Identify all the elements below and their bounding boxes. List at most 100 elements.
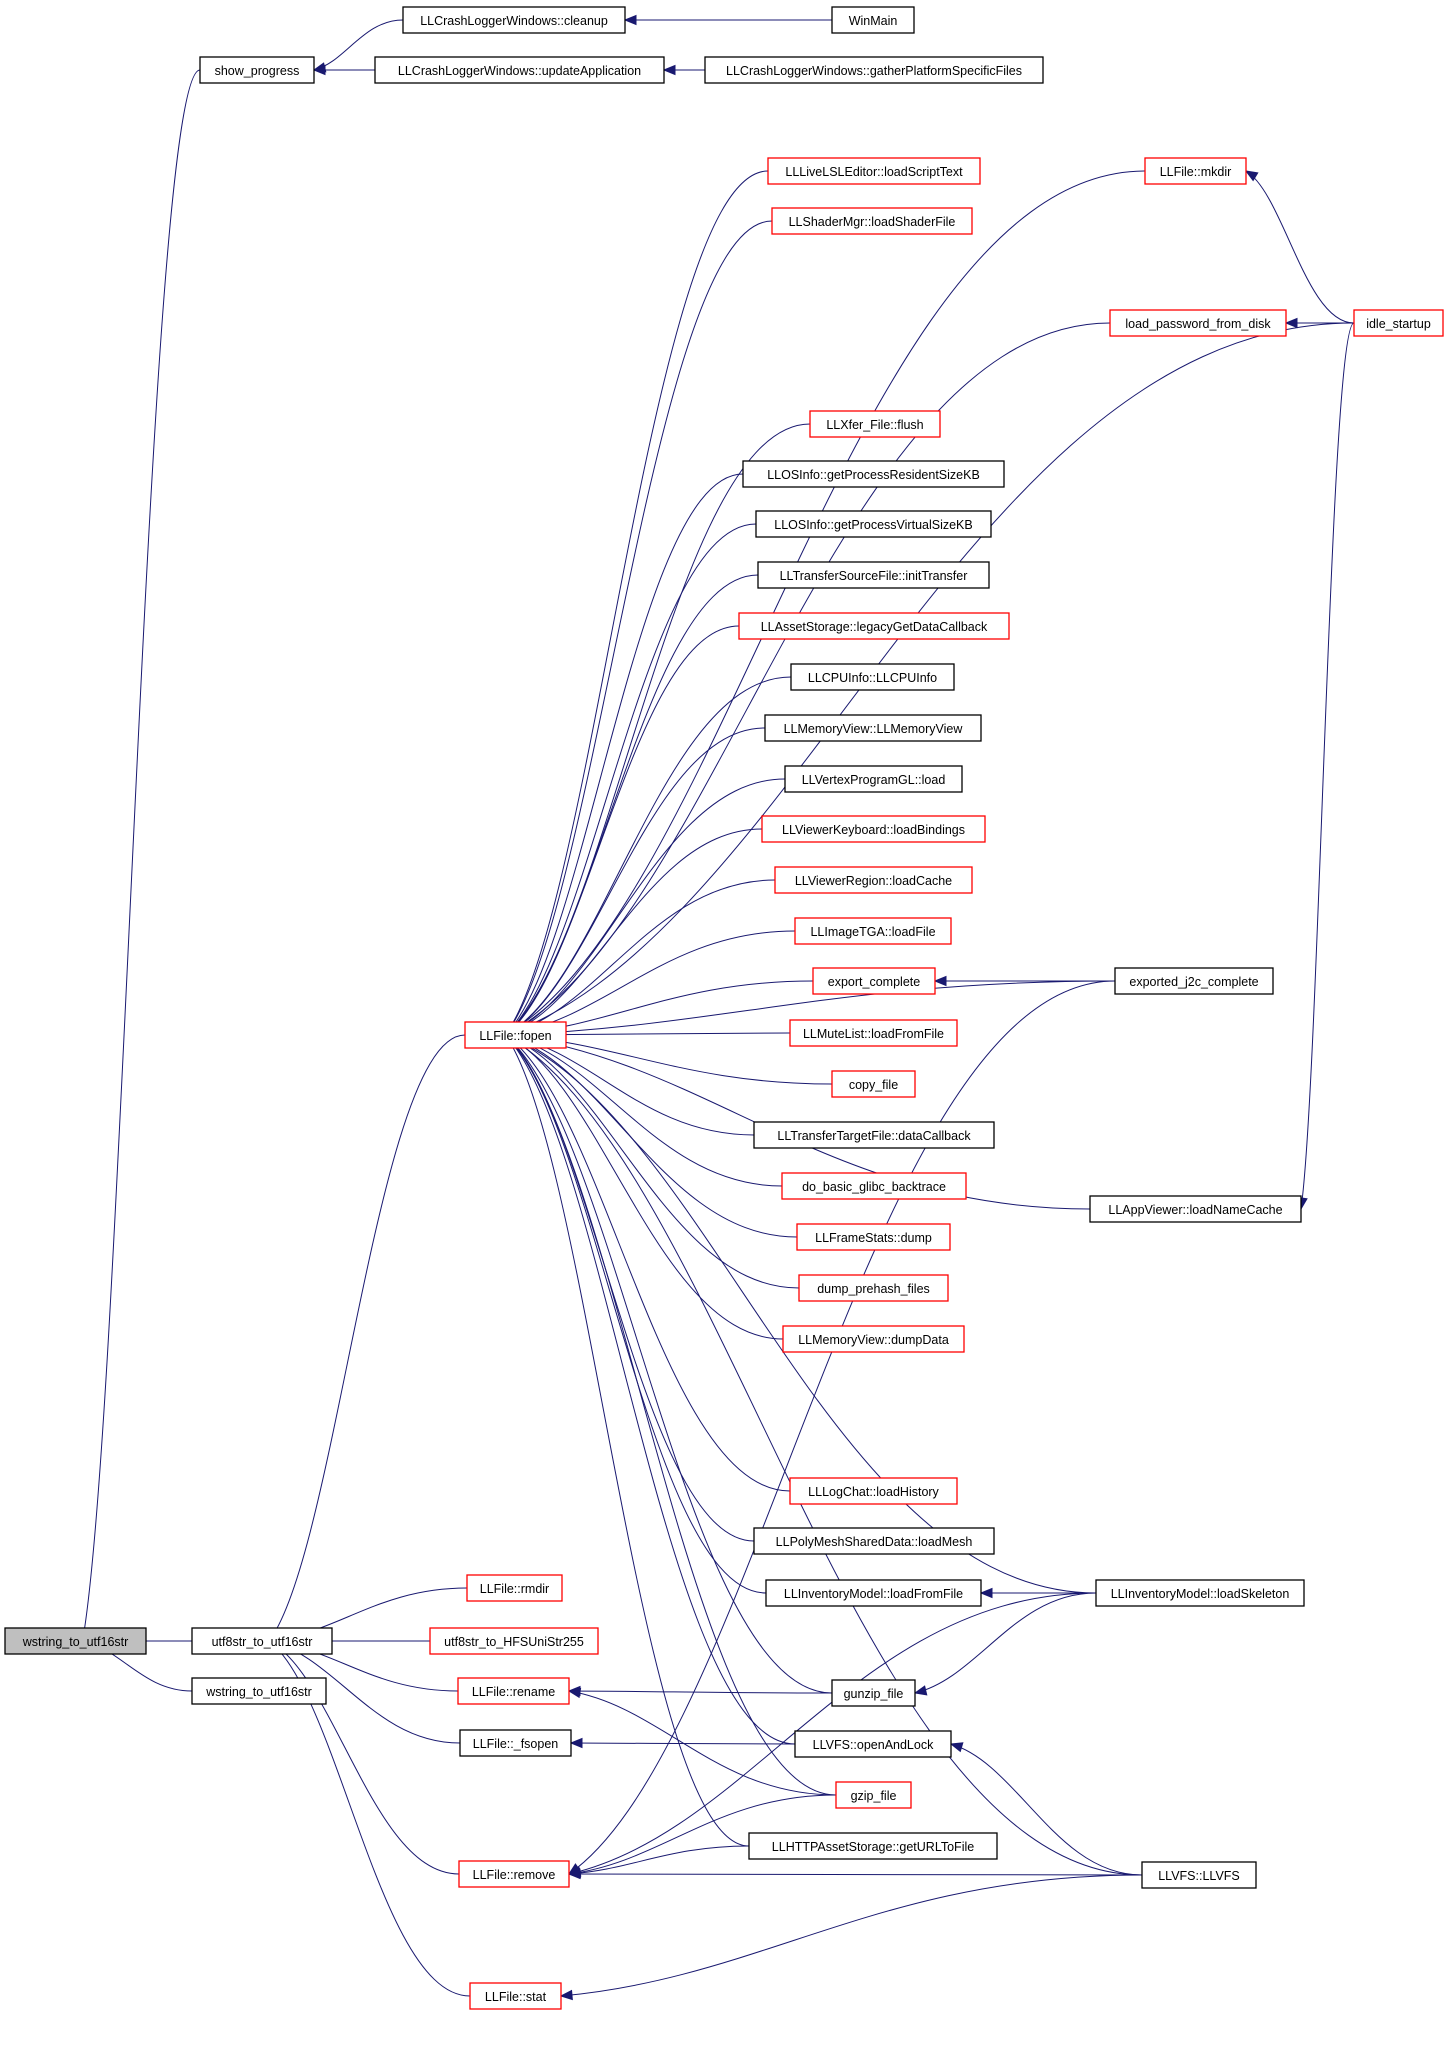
node-box	[835, 1781, 912, 1809]
node-box	[774, 866, 973, 894]
node-dataCallback[interactable]: LLTransferTargetFile::dataCallback	[753, 1121, 995, 1149]
node-loadpw[interactable]: load_password_from_disk	[1109, 309, 1287, 337]
node-xfer[interactable]: LLXfer_File::flush	[809, 410, 941, 438]
node-label: LLViewerRegion::loadCache	[795, 874, 952, 888]
edge-line	[505, 625, 740, 1036]
edge-line	[505, 1034, 798, 1238]
node-label: LLPolyMeshSharedData::loadMesh	[776, 1535, 973, 1549]
node-label: LLFile::mkdir	[1160, 165, 1232, 179]
node-wstr2[interactable]: wstring_to_utf16str	[191, 1677, 327, 1705]
edge-llvfs-to-remove	[567, 1868, 1143, 1880]
node-fopen[interactable]: LLFile::fopen	[464, 1021, 567, 1049]
node-cleanup[interactable]: LLCrashLoggerWindows::cleanup	[402, 6, 626, 34]
node-rename[interactable]: LLFile::rename	[457, 1677, 570, 1705]
node-label: export_complete	[828, 975, 920, 989]
node-namecache[interactable]: LLAppViewer::loadNameCache	[1089, 1195, 1302, 1223]
node-dumpData[interactable]: LLMemoryView::dumpData	[782, 1325, 965, 1353]
node-loadCache[interactable]: LLViewerRegion::loadCache	[774, 866, 973, 894]
edge-updateapp-to-show_progress	[312, 64, 375, 76]
node-label: LLLiveLSLEditor::loadScriptText	[785, 165, 963, 179]
node-mutelist[interactable]: LLMuteList::loadFromFile	[789, 1019, 958, 1047]
node-utf8[interactable]: utf8str_to_utf16str	[191, 1627, 333, 1655]
edge-line	[505, 523, 757, 1036]
node-mkdir[interactable]: LLFile::mkdir	[1144, 157, 1247, 185]
node-loadShaderFile[interactable]: LLShaderMgr::loadShaderFile	[771, 207, 973, 235]
node-gatherpsf[interactable]: LLCrashLoggerWindows::gatherPlatformSpec…	[704, 56, 1044, 84]
node-invLoadFromFile[interactable]: LLInventoryModel::loadFromFile	[765, 1579, 982, 1607]
edge-cpuinfo-to-fopen	[504, 676, 792, 1036]
node-framestats[interactable]: LLFrameStats::dump	[796, 1223, 951, 1251]
node-label: gunzip_file	[844, 1687, 904, 1701]
edge-line	[560, 1874, 1143, 1997]
node-winmain[interactable]: WinMain	[831, 6, 915, 34]
node-export_complete[interactable]: export_complete	[812, 967, 936, 995]
node-initTransfer[interactable]: LLTransferSourceFile::initTransfer	[757, 561, 990, 589]
node-wstr_root[interactable]: wstring_to_utf16str	[4, 1627, 147, 1655]
node-box	[374, 56, 665, 84]
node-box	[191, 1677, 327, 1705]
edge-idle-to-loadpw	[1284, 317, 1354, 329]
node-box	[753, 1121, 995, 1149]
node-cpuinfo[interactable]: LLCPUInfo::LLCPUInfo	[790, 663, 955, 691]
edge-line	[505, 1034, 837, 1796]
node-loadBindings[interactable]: LLViewerKeyboard::loadBindings	[761, 815, 986, 843]
node-skeleton[interactable]: LLInventoryModel::loadSkeleton	[1095, 1579, 1305, 1607]
node-box	[767, 157, 981, 185]
node-stat[interactable]: LLFile::stat	[469, 1982, 562, 2010]
node-box	[4, 1627, 147, 1655]
node-imagetga[interactable]: LLImageTGA::loadFile	[794, 917, 952, 945]
edge-line	[82, 69, 201, 1642]
node-_fsopen[interactable]: LLFile::_fsopen	[459, 1729, 572, 1757]
edge-invLoadFromFile-to-fopen	[504, 1034, 767, 1594]
node-label: LLInventoryModel::loadSkeleton	[1111, 1587, 1290, 1601]
edge-line	[505, 778, 786, 1036]
node-glibc[interactable]: do_basic_glibc_backtrace	[781, 1172, 967, 1200]
node-box	[1353, 309, 1444, 337]
edge-line	[568, 1873, 1143, 1876]
edge-gunzip-to-rename	[567, 1685, 833, 1697]
node-copy_file[interactable]: copy_file	[831, 1070, 916, 1098]
node-memview[interactable]: LLMemoryView::LLMemoryView	[764, 714, 982, 742]
node-j2c[interactable]: exported_j2c_complete	[1114, 967, 1274, 995]
node-procRes[interactable]: LLOSInfo::getProcessResidentSizeKB	[742, 460, 1005, 488]
arrowhead	[662, 64, 676, 76]
edge-mkdir-to-fopen	[504, 170, 1146, 1036]
node-hfs[interactable]: utf8str_to_HFSUniStr255	[429, 1627, 599, 1655]
node-box	[742, 460, 1005, 488]
arrowhead	[933, 975, 947, 987]
node-label: LLXfer_File::flush	[826, 418, 923, 432]
edge-fopen-to-utf8	[268, 1034, 466, 1643]
node-httpasset[interactable]: LLHTTPAssetStorage::getURLToFile	[748, 1832, 998, 1860]
node-gunzip[interactable]: gunzip_file	[831, 1679, 916, 1707]
node-updateapp[interactable]: LLCrashLoggerWindows::updateApplication	[374, 56, 665, 84]
node-llvfs[interactable]: LLVFS::LLVFS	[1141, 1861, 1257, 1889]
node-prehash[interactable]: dump_prehash_files	[798, 1274, 949, 1302]
node-show_progress[interactable]: show_progress	[199, 56, 315, 84]
node-loadHistory[interactable]: LLLogChat::loadHistory	[789, 1477, 958, 1505]
node-legacyGet[interactable]: LLAssetStorage::legacyGetDataCallback	[738, 612, 1010, 640]
edge-skeleton-to-gunzip	[913, 1592, 1097, 1696]
node-procVirt[interactable]: LLOSInfo::getProcessVirtualSizeKB	[755, 510, 992, 538]
node-idle[interactable]: idle_startup	[1353, 309, 1444, 337]
node-openAndLock[interactable]: LLVFS::openAndLock	[794, 1730, 952, 1758]
edge-line	[505, 473, 744, 1036]
edge-gzip-to-rename	[567, 1687, 837, 1796]
node-remove[interactable]: LLFile::remove	[458, 1860, 570, 1888]
node-loadScriptText[interactable]: LLLiveLSLEditor::loadScriptText	[767, 157, 981, 185]
node-box	[790, 663, 955, 691]
node-gzip[interactable]: gzip_file	[835, 1781, 912, 1809]
node-box	[757, 561, 990, 589]
edge-idle-to-mkdir	[1244, 170, 1355, 324]
edge-procVirt-to-fopen	[504, 523, 757, 1036]
edge-llvfs-to-openAndLock	[949, 1742, 1143, 1876]
node-label: LLImageTGA::loadFile	[810, 925, 935, 939]
edge-line	[505, 828, 763, 1036]
node-rmdir[interactable]: LLFile::rmdir	[466, 1574, 563, 1602]
node-vpgl[interactable]: LLVertexProgramGL::load	[784, 765, 963, 793]
edge-loadBindings-to-fopen	[504, 828, 763, 1037]
arrowhead	[1244, 170, 1259, 182]
node-label: LLFile::rmdir	[480, 1582, 549, 1596]
node-loadMesh[interactable]: LLPolyMeshSharedData::loadMesh	[753, 1527, 995, 1555]
edge-line	[568, 980, 1116, 1875]
